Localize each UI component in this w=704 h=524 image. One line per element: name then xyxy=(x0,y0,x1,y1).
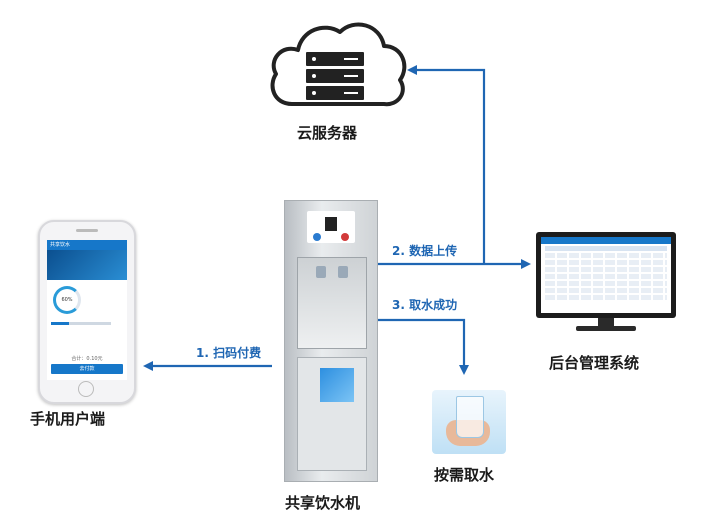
phone-slider xyxy=(51,322,111,325)
cold-button-icon xyxy=(313,233,321,241)
water-dispenser xyxy=(284,200,378,482)
dispenser-label: 共享饮水机 xyxy=(285,494,361,512)
tap-alcove xyxy=(297,257,367,349)
tap-icon xyxy=(316,266,326,278)
monitor-base xyxy=(576,326,636,331)
tap-icon xyxy=(338,266,348,278)
phone-screen: 共享饮水 60% 合计：0.10元 去付款 xyxy=(47,240,127,380)
phone-pay-button: 去付款 xyxy=(51,364,123,374)
mobile-phone: 共享饮水 60% 合计：0.10元 去付款 xyxy=(38,220,136,404)
edge-label-water-success: 3. 取水成功 xyxy=(392,298,458,312)
mobile-client-label: 手机用户端 xyxy=(30,410,106,428)
qr-code xyxy=(325,217,337,231)
home-button xyxy=(78,381,94,397)
edge-label-scan-pay: 1. 扫码付费 xyxy=(196,346,262,360)
phone-price: 合计：0.10元 xyxy=(71,356,103,362)
monitor-screen xyxy=(541,237,671,313)
cloud-server-label: 云服务器 xyxy=(297,124,358,142)
monitor-stand xyxy=(598,318,614,326)
backend-system-label: 后台管理系统 xyxy=(549,354,640,372)
hot-button-icon xyxy=(341,233,349,241)
water-glass-photo xyxy=(432,390,506,454)
phone-gauge: 60% xyxy=(53,286,81,314)
phone-header: 共享饮水 xyxy=(47,240,127,250)
dispenser-sticker xyxy=(320,368,354,402)
dispenser-panel xyxy=(307,211,355,243)
arrow-to-cloud xyxy=(407,65,486,264)
glass-icon xyxy=(456,396,484,438)
cabinet-door xyxy=(297,357,367,471)
cloud-server-icon xyxy=(270,22,407,107)
edge-label-data-upload: 2. 数据上传 xyxy=(392,244,458,258)
speaker xyxy=(76,229,98,232)
phone-banner xyxy=(47,250,127,280)
get-water-label: 按需取水 xyxy=(434,466,495,484)
backend-monitor xyxy=(536,232,676,318)
